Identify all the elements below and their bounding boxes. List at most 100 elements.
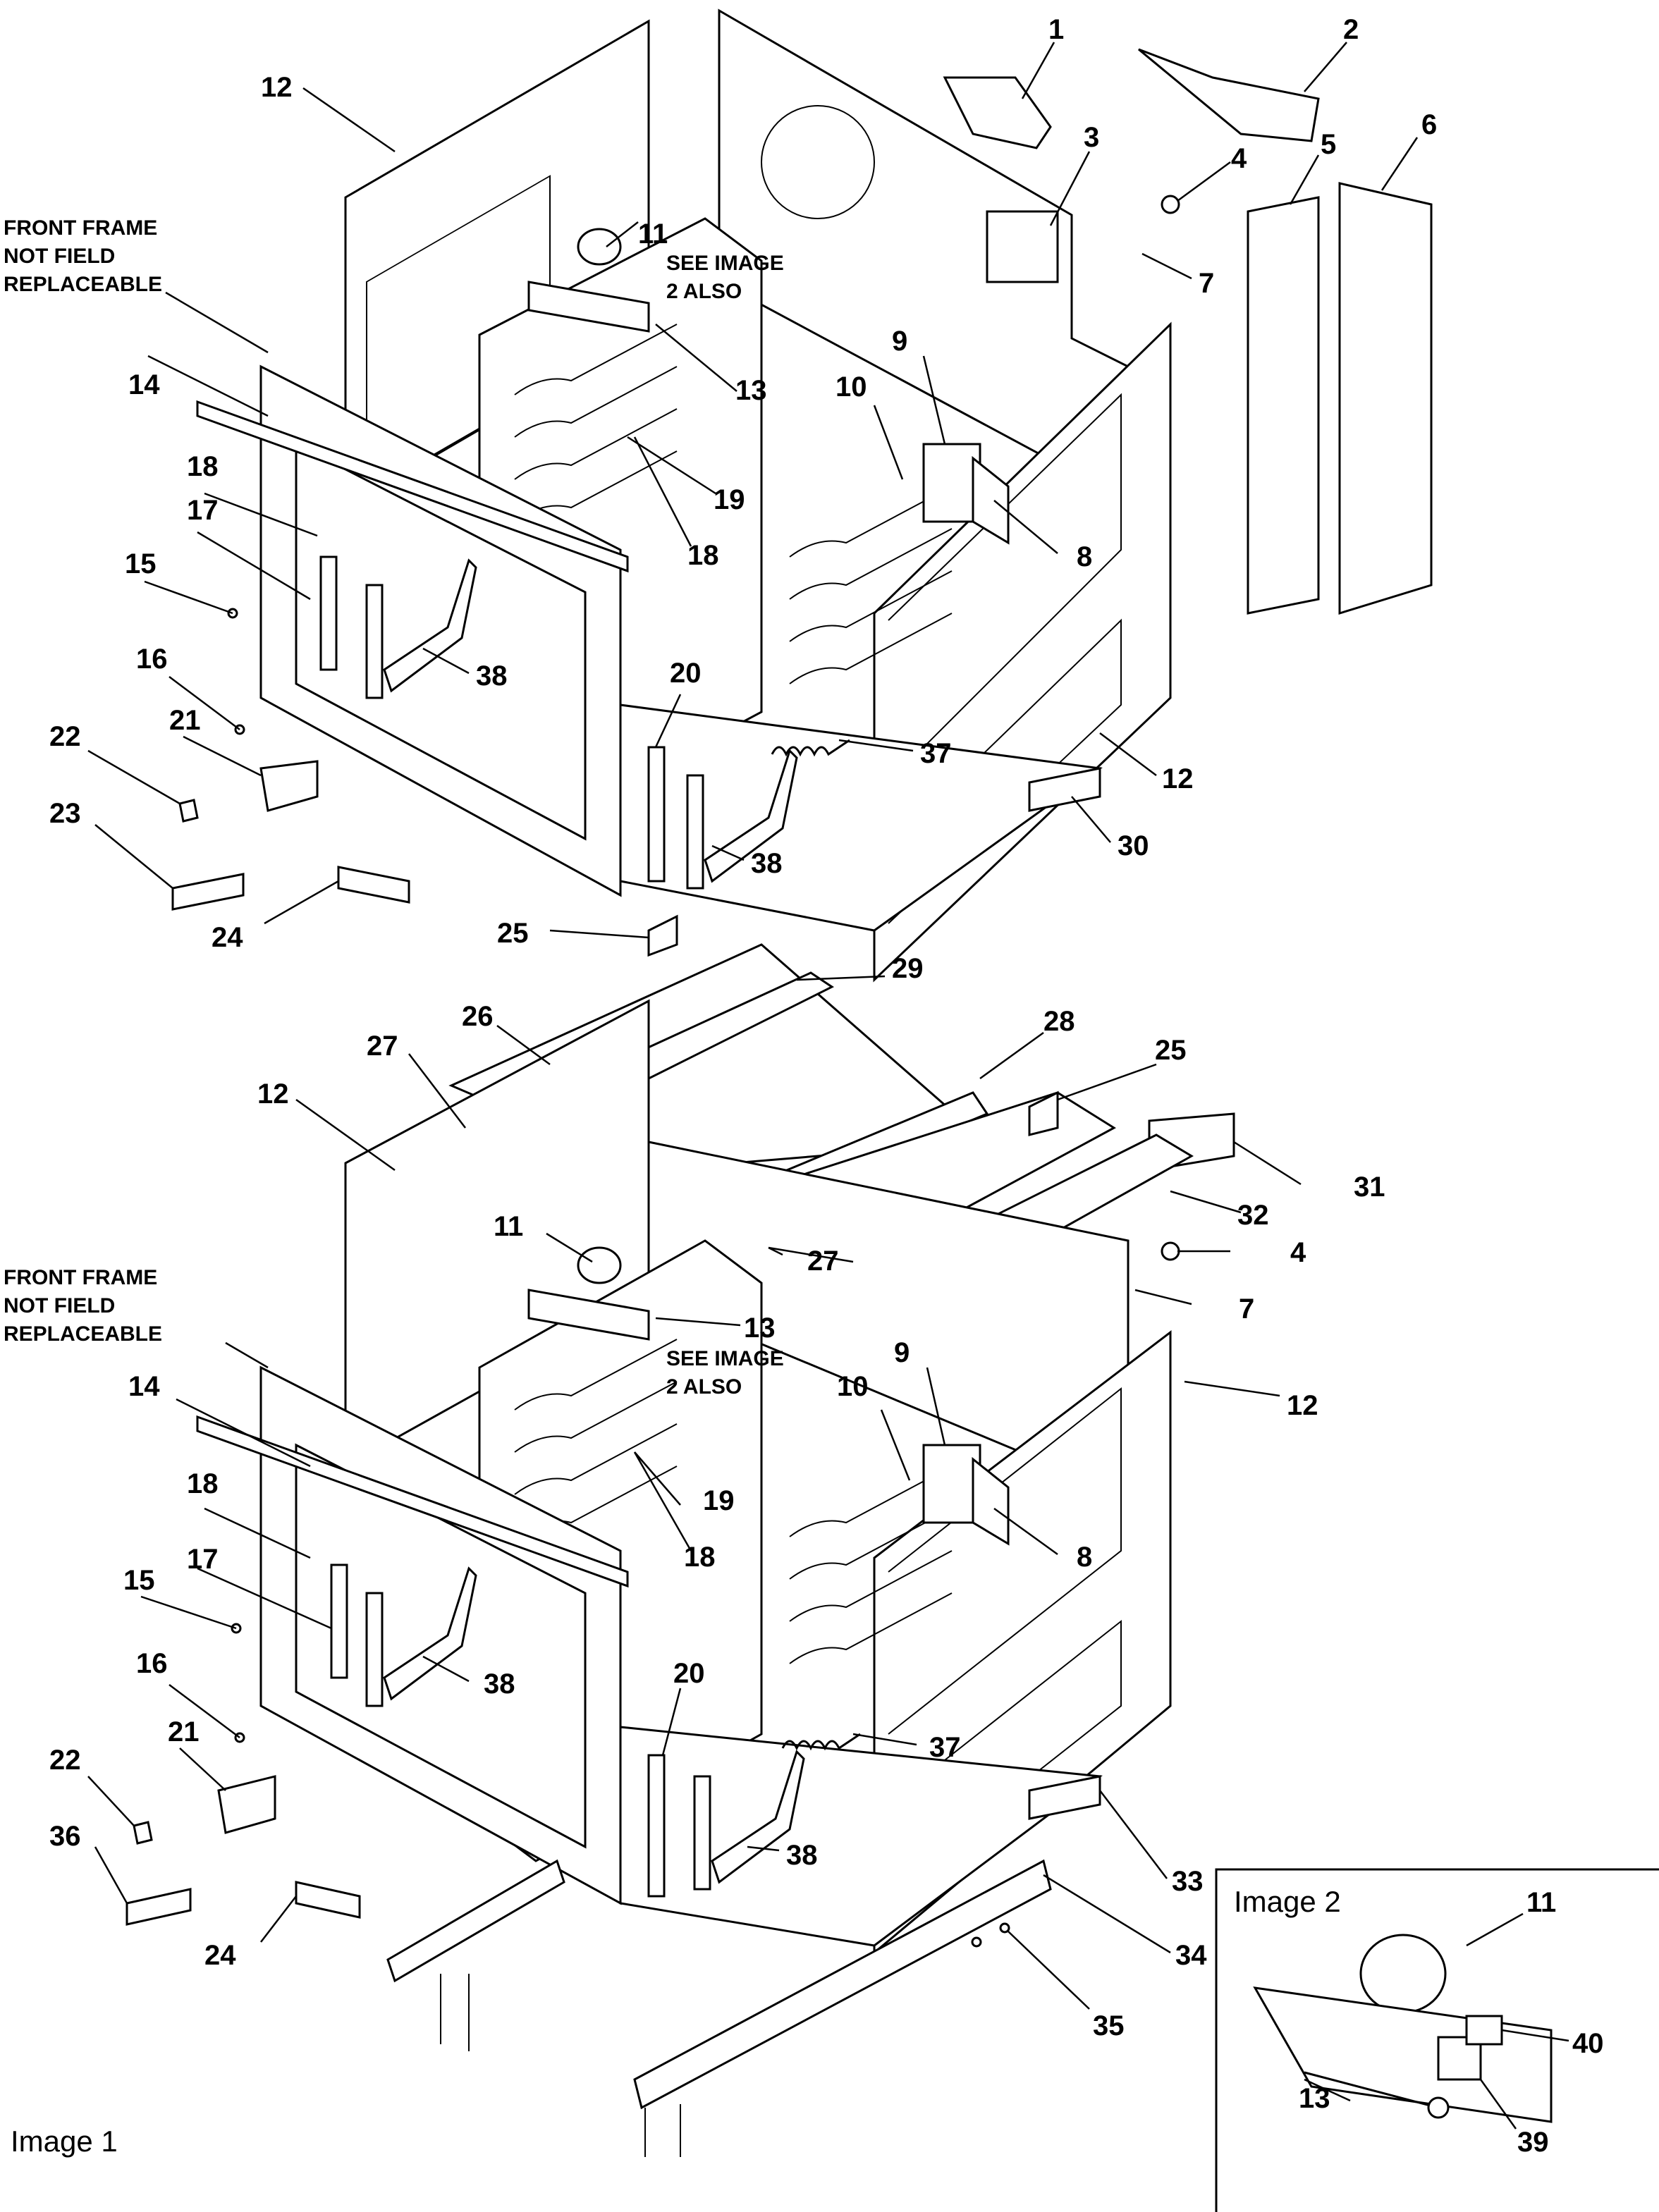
callout-9-lower: 9 [894,1337,910,1368]
callout-20-lower: 20 [673,1658,705,1689]
image-2-inset [1215,1868,1659,2212]
side-trim-column-6 [1338,182,1433,615]
text-notes: FRONT FRAME NOT FIELD REPLACEABLE SEE IM… [4,216,784,1399]
callout-13-inset: 13 [1299,2083,1330,2114]
callout-18-upper-left: 18 [187,451,219,482]
callout-23: 23 [49,798,81,829]
callout-25-middle: 25 [1155,1035,1187,1066]
side-trim-column-5 [1247,196,1320,615]
upper-hinge-arm-right [704,749,798,883]
channel-24-lower [295,1881,361,1919]
callout-24-upper: 24 [212,922,243,953]
upper-hinge-left [365,584,384,699]
callout-24-lower: 24 [204,1940,236,1971]
callout-14-upper: 14 [128,369,160,400]
callout-22-upper: 22 [49,721,81,752]
lower-element-cover [972,1456,1010,1546]
upper-left-side-inset [366,175,551,495]
inset-shaft-end [1427,2096,1450,2119]
inset-control-motor [1359,1934,1447,2014]
see-image-note-lower-line2: 2 ALSO [666,1375,742,1399]
upper-door-opening [295,442,587,841]
bracket-25-middle [1028,1090,1059,1136]
callout-8-upper: 8 [1077,541,1092,572]
thermal-switch-upper [1161,195,1180,214]
callout-27-right: 27 [807,1246,839,1277]
callout-33: 33 [1172,1866,1204,1897]
upper-rack-supports-right [789,486,953,684]
image-2-label: Image 2 [1234,1885,1341,1918]
lower-hinge-receiver-right [647,1754,666,1898]
lower-element-block [922,1444,981,1524]
callout-2: 2 [1343,14,1359,45]
leveling-rail-rear [633,1859,1052,2110]
lower-hinge-left [365,1592,384,1707]
lower-hinge-arm-right [711,1750,805,1884]
callout-5: 5 [1321,129,1336,160]
bracket-21-upper [259,760,319,812]
upper-hinge-receiver-left [319,555,338,671]
front-frame-note-lower-line3: REPLACEABLE [4,1322,162,1346]
upper-element-block [922,443,981,523]
leveling-screw-35a [971,1936,982,1948]
channel-36 [126,1888,192,1926]
callout-11-lower: 11 [494,1211,523,1242]
leader-lines [87,42,1569,2130]
callout-28: 28 [1043,1006,1075,1037]
callout-14-lower: 14 [128,1371,160,1402]
duct-bracket-3 [986,210,1059,283]
callout-31: 31 [1354,1172,1385,1203]
lower-door-opening [295,1443,587,1849]
lower-control-motor [577,1246,622,1284]
lower-rack-supports-right [789,1466,953,1664]
thermal-switch-lower [1161,1241,1180,1261]
callout-18-upper-right: 18 [687,540,719,571]
front-frame-note-lower-line1: FRONT FRAME [4,1266,157,1289]
bracket-21-lower [217,1775,276,1834]
callout-13-upper: 13 [735,375,767,406]
callout-39: 39 [1517,2127,1549,2158]
upper-rear-fan-opening [761,105,875,219]
upper-loose-parts [171,608,678,957]
callout-15-upper: 15 [125,548,157,579]
callout-35: 35 [1093,2010,1125,2041]
front-frame-note-lower-line2: NOT FIELD [4,1294,115,1317]
bottom-channel-30 [1028,767,1101,812]
upper-hinge-right [686,774,704,890]
upper-hinge-receiver-right [647,746,666,883]
callout-17-upper: 17 [187,495,219,526]
lower-hinge-right [693,1775,711,1891]
leveling-screw-35b [999,1922,1010,1934]
callout-37-upper: 37 [920,738,952,769]
callout-12-lower-left: 12 [257,1079,289,1110]
lower-front-frame [259,1365,622,1905]
callout-32: 32 [1237,1200,1269,1231]
callout-10-upper: 10 [835,371,867,403]
callout-11-upper: 11 [638,219,668,250]
clip-22-upper [178,799,199,823]
upper-door-spring [771,739,850,757]
lower-control-bracket [527,1289,650,1341]
upper-top-trim-strip [196,400,629,573]
callout-22-lower: 22 [49,1745,81,1776]
callout-12-upper-right: 12 [1162,763,1194,794]
callout-18-lower-right: 18 [684,1542,716,1573]
front-frame-note-upper-line1: FRONT FRAME [4,216,157,240]
callout-17-lower: 17 [187,1544,219,1575]
callout-20-upper: 20 [670,658,702,689]
upper-element-cover [972,455,1010,545]
callout-19-upper: 19 [714,484,745,515]
lower-hinge-receiver-left [330,1563,348,1679]
callout-38-upper-right: 38 [751,848,783,879]
callout-9-upper: 9 [892,326,907,357]
channel-24-upper [337,866,410,904]
vent-duct-1 [943,76,1052,149]
channel-23 [171,873,245,911]
bracket-25-upper [647,914,678,957]
callout-4-lower: 4 [1290,1237,1306,1268]
callout-10-lower: 10 [837,1371,869,1402]
vent-duct-2 [1138,48,1320,142]
callout-38-lower-right: 38 [786,1840,818,1871]
callout-16-lower: 16 [136,1648,168,1679]
